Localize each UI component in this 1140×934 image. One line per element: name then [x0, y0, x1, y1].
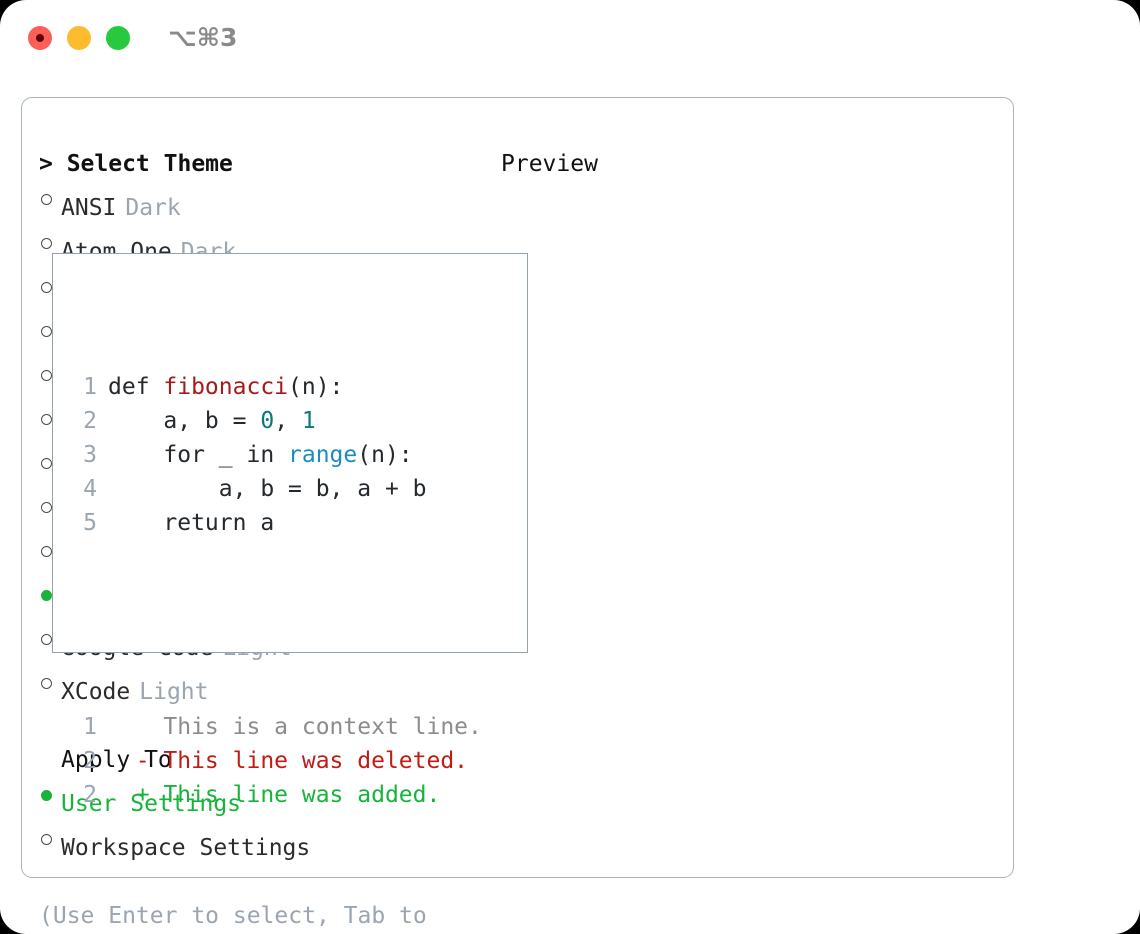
diff-line-content: + This line was added.: [108, 782, 441, 808]
code-line-content: def fibonacci(n):: [108, 370, 343, 404]
apply-to-option[interactable]: User Settings: [39, 777, 499, 821]
code-token: range: [288, 442, 358, 468]
radio-selected-icon: [39, 577, 61, 611]
diff-line-number: 1: [83, 714, 97, 740]
close-button[interactable]: [28, 26, 52, 50]
radio-unselected-icon: [39, 533, 61, 567]
code-line: 2 a, b = 0, 1: [71, 404, 482, 438]
radio-unselected-icon: [39, 225, 61, 259]
select-theme-heading: > Select Theme: [39, 151, 233, 177]
radio-unselected-icon: [39, 269, 61, 303]
code-line-content: for _ in range(n):: [108, 438, 413, 472]
radio-selected-icon: [39, 777, 61, 811]
code-line-number: 2: [83, 408, 97, 434]
title-bar: ⌥⌘3: [0, 0, 1140, 76]
code-line: 3 for _ in range(n):: [71, 438, 482, 472]
diff-line: 2 - This line was deleted.: [71, 744, 482, 778]
code-spacer: [71, 608, 482, 642]
code-line: 4 a, b = b, a + b: [71, 472, 482, 506]
minimize-button[interactable]: [67, 26, 91, 50]
code-token: a, b =: [163, 408, 261, 434]
code-line-number: 4: [83, 476, 97, 502]
code-token: ,: [274, 408, 302, 434]
theme-option-kind: Dark: [125, 195, 181, 221]
diff-line-content: - This line was deleted.: [108, 748, 469, 774]
radio-unselected-icon: [39, 621, 61, 655]
code-line: 5 return a: [71, 506, 482, 540]
code-line-content: a, b = b, a + b: [108, 472, 427, 506]
code-token: 1: [301, 408, 316, 434]
radio-unselected-icon: [39, 489, 61, 523]
radio-unselected-icon: [39, 665, 61, 699]
radio-unselected-icon: [39, 357, 61, 391]
theme-option-name: ANSI: [61, 195, 117, 221]
diff-line: 2 + This line was added.: [71, 778, 482, 812]
code-token: (n):: [357, 442, 413, 468]
preview-column: Preview: [501, 147, 1001, 181]
code-line: 1 def fibonacci(n):: [71, 370, 482, 404]
code-line-number: 5: [83, 510, 97, 536]
diff-line-number: 2: [83, 782, 97, 808]
code-token: a, b = b, a + b: [218, 476, 427, 502]
keyboard-hint-text: (Use Enter to select, Tab to change focu…: [39, 903, 427, 929]
code-line-number: 1: [83, 374, 97, 400]
code-line-content: return a: [108, 506, 274, 540]
code-line-number: 3: [83, 442, 97, 468]
code-line-content: a, b = 0, 1: [108, 404, 316, 438]
code-token: fibonacci: [163, 374, 289, 400]
radio-unselected-icon: [39, 821, 61, 855]
theme-option[interactable]: XCode Light: [39, 665, 499, 709]
apply-to-option-label: User Settings: [61, 791, 242, 817]
code-token: return a: [163, 510, 275, 536]
apply-to-option[interactable]: Workspace Settings: [39, 821, 499, 865]
code-token: for _ in: [163, 442, 289, 468]
theme-option-kind: Light: [139, 679, 209, 705]
theme-option-name: XCode: [61, 679, 131, 705]
radio-unselected-icon: [39, 401, 61, 435]
zoom-button[interactable]: [106, 26, 130, 50]
radio-unselected-icon: [39, 445, 61, 479]
code-token: 0: [260, 408, 275, 434]
theme-option[interactable]: ANSI Dark: [39, 181, 499, 225]
apply-to-option-label: Workspace Settings: [61, 835, 311, 861]
keyboard-shortcut-label: ⌥⌘3: [168, 23, 238, 52]
code-token: def: [108, 374, 164, 400]
apply-to-heading: Apply To: [61, 747, 172, 773]
diff-block: 1 This is a context line.2 - This line w…: [71, 710, 482, 812]
preview-heading: Preview: [501, 151, 598, 177]
code-token: (n):: [288, 374, 344, 400]
diff-line: 1 This is a context line.: [71, 710, 482, 744]
diff-line-number: 2: [83, 748, 97, 774]
window-controls: [28, 26, 130, 50]
radio-unselected-icon: [39, 181, 61, 215]
diff-line-content: This is a context line.: [108, 714, 482, 740]
radio-unselected-icon: [39, 313, 61, 347]
